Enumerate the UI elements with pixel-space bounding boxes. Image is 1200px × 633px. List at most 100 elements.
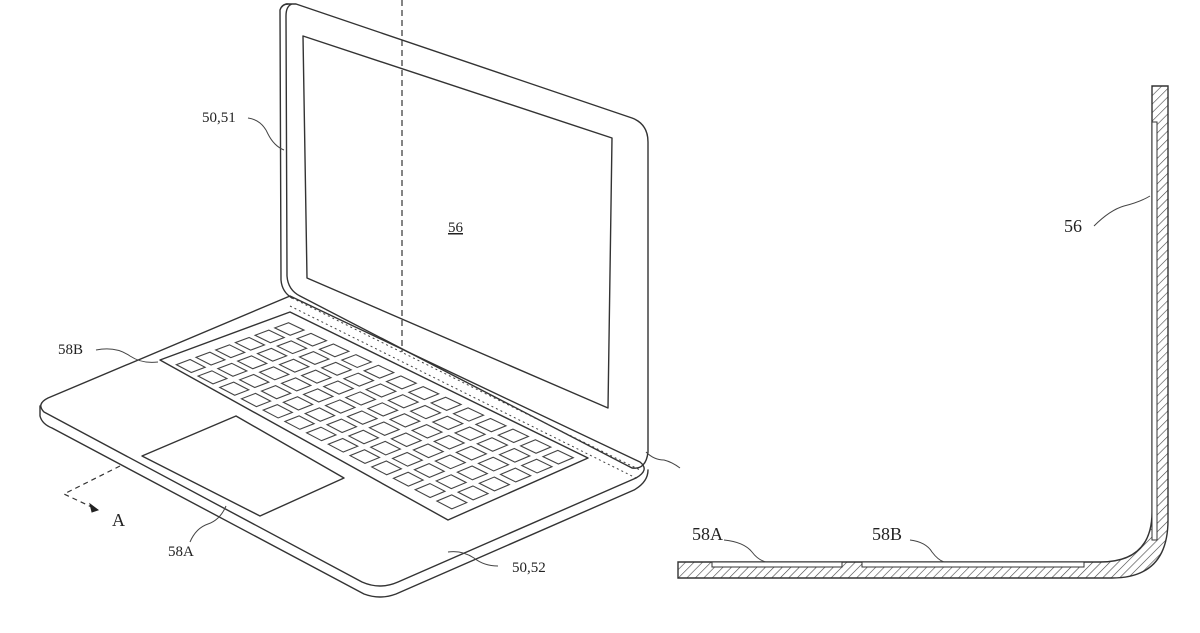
keyboard-key [196, 370, 229, 385]
direction-arrow [62, 465, 121, 511]
keyboard-key [412, 443, 445, 459]
keyboard-key [324, 399, 357, 414]
keyboard-key [387, 394, 420, 409]
keyboard-key [282, 396, 314, 411]
cross-section: 56 58A 58B [677, 85, 1169, 579]
keyboard-key [453, 426, 487, 442]
keyboard-key [295, 332, 328, 347]
laptop-lid [285, 3, 649, 469]
keyboard-key [260, 385, 293, 400]
keyboard-key [214, 344, 247, 359]
keyboard-key [456, 465, 489, 481]
keyboard-key [325, 418, 358, 434]
label-section-trackpad: 58A [692, 524, 723, 544]
keyboard-key [391, 451, 424, 467]
keyboard-key [280, 377, 313, 392]
keyboard-key [368, 421, 401, 436]
cross-section-display-layer [1151, 121, 1158, 541]
keyboard-key [348, 449, 381, 465]
keyboard-key [431, 415, 465, 431]
keyboard-key [455, 445, 488, 461]
keyboard-key [273, 322, 306, 336]
keyboard-key [432, 434, 466, 450]
keyboard-key [413, 482, 447, 499]
keyboard-key [261, 404, 294, 419]
keyboard-key [498, 447, 532, 463]
keyboard-key [407, 385, 441, 401]
cross-section-body [677, 85, 1169, 579]
label-trackpad: 58A [168, 544, 194, 560]
keyboard-key [194, 351, 227, 366]
keyboard-key [303, 407, 336, 422]
cross-section-keyboard-layer [861, 561, 1085, 568]
keyboard-key [298, 351, 331, 366]
laptop-base [40, 295, 645, 587]
keyboard-key [234, 336, 266, 351]
keyboard-key [305, 426, 338, 442]
trackpad [141, 415, 345, 517]
keyboard-key [413, 463, 446, 479]
keyboard-key [362, 364, 396, 379]
keyboard-key [385, 375, 418, 390]
keyboard-key [370, 460, 403, 476]
keyboard-key [283, 415, 316, 430]
keyboard-key [478, 476, 511, 492]
keyboard-key [435, 494, 469, 510]
keyboard-key [434, 474, 468, 490]
keyboard-key [342, 372, 375, 387]
keyboard-key [238, 373, 271, 389]
keyboard-key [344, 391, 377, 406]
keyboard-key [300, 369, 333, 384]
laptop-illustration: 50,51 56 58B 58A 50,52 A [39, 0, 681, 598]
keyboard-key [496, 428, 530, 444]
keyboard-key [240, 392, 272, 408]
keyboard-key [302, 388, 335, 403]
keyboard-key [541, 449, 575, 465]
keyboard-key [520, 458, 554, 474]
keyboard-key [256, 347, 289, 362]
keyboard-key [327, 437, 360, 453]
keyboard-key [320, 361, 353, 376]
keyboard-key [474, 417, 508, 433]
display-screen [302, 35, 613, 409]
keyboard-area [159, 311, 589, 521]
label-base: 50,52 [512, 560, 546, 576]
keyboard-key [456, 485, 490, 501]
keyboard-key [322, 380, 355, 395]
keyboard-key [275, 340, 308, 355]
keyboard-key [434, 454, 467, 470]
label-section-keyboard: 58B [872, 524, 902, 544]
keyboard-keys [174, 322, 575, 510]
keyboard-key [364, 383, 398, 398]
keyboard-key [318, 343, 351, 358]
cross-section-trackpad-layer [711, 561, 843, 568]
keyboard-key [174, 358, 207, 374]
keyboard-key [388, 413, 422, 428]
keyboard-key [409, 404, 442, 420]
keyboard-key [475, 437, 509, 452]
label-display: 56 [448, 220, 464, 236]
label-section-display: 56 [1064, 216, 1082, 236]
keyboard-key [218, 381, 251, 396]
keyboard-key [477, 456, 510, 472]
keyboard-key [390, 432, 423, 448]
label-arrow: A [112, 510, 125, 530]
keyboard-key [340, 354, 373, 369]
keyboard-key [429, 396, 463, 411]
keyboard-key [410, 423, 444, 439]
label-keyboard: 58B [58, 342, 83, 358]
keyboard-key [347, 429, 380, 445]
keyboard-key [236, 355, 269, 370]
label-lid: 50,51 [202, 110, 236, 126]
keyboard-key [366, 402, 399, 417]
keyboard-key [369, 440, 402, 456]
keyboard-key [499, 467, 532, 483]
keyboard-key [258, 366, 291, 381]
keyboard-key [519, 439, 553, 454]
keyboard-key [452, 407, 485, 422]
keyboard-key [346, 410, 379, 425]
keyboard-key [216, 362, 249, 377]
keyboard-key [392, 471, 425, 487]
keyboard-key [253, 329, 286, 344]
